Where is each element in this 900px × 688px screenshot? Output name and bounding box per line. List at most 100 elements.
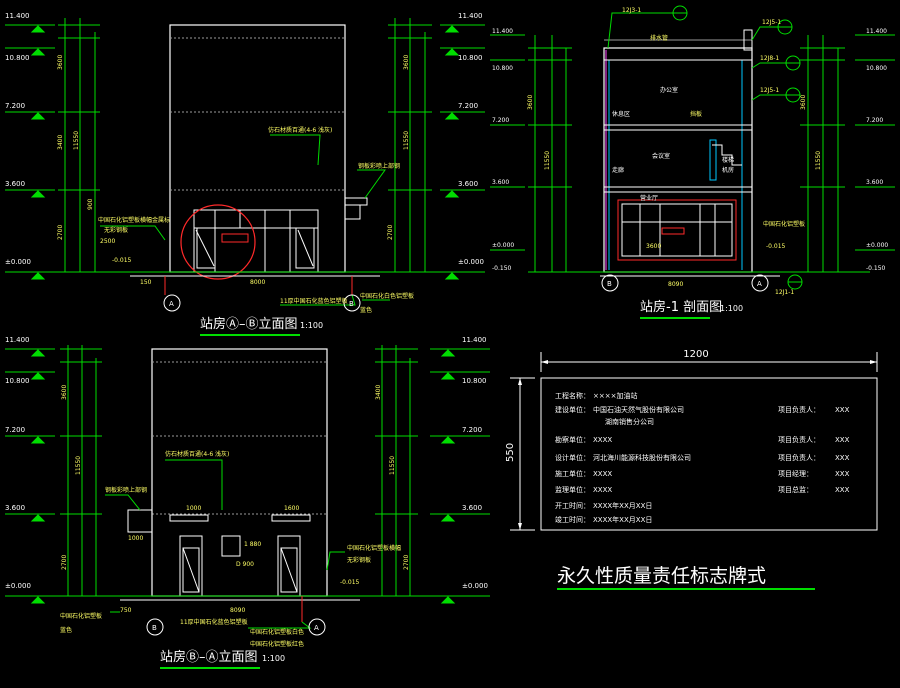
- dim-label: 3600: [403, 55, 410, 70]
- sign-row-value: XXXX年XX月XX日: [593, 515, 652, 524]
- level-label: -0.015: [112, 257, 132, 264]
- sign-row-name: XXX: [835, 454, 850, 462]
- axis-bubble-label: A: [314, 624, 319, 632]
- sign-row-value: XXXX: [593, 486, 612, 494]
- level-label: 3.600: [5, 504, 25, 512]
- sign-row-value: 湖南销售分公司: [605, 417, 654, 426]
- dim-label: 1000: [186, 505, 201, 512]
- sign-row-label: 开工时间：: [555, 501, 590, 510]
- dim-label: 3600: [646, 243, 661, 250]
- room-label: 营业厅: [640, 194, 658, 202]
- annotation: 中国石化铝塑板横幅: [347, 544, 401, 552]
- annotation: 11厚中国石化蓝色铝塑板: [180, 618, 248, 626]
- level-label: 3.600: [5, 180, 25, 188]
- annotation: 中国石化白色铝塑板: [360, 292, 414, 300]
- sign-row-role: 项目经理：: [778, 469, 813, 478]
- dim-label: 3400: [375, 385, 382, 400]
- dim-label: 150: [140, 279, 152, 286]
- annotation: 仿石材质百通(4-6 浅灰): [165, 450, 229, 458]
- level-label: ±0.000: [458, 258, 484, 266]
- level-label: 7.200: [5, 102, 25, 110]
- sign-row-label: 监理单位：: [555, 485, 590, 494]
- level-label: 11.400: [866, 28, 887, 35]
- sign-height-dim: 550: [505, 443, 516, 462]
- annotation: 中国石化铝塑板白色: [250, 628, 304, 636]
- sign-row-value: XXXX: [593, 470, 612, 478]
- dim-label: 8000: [250, 279, 265, 286]
- level-label: 11.400: [5, 336, 30, 344]
- dim-label: 3600: [57, 55, 64, 70]
- dim-label: 3600: [61, 385, 68, 400]
- annotation: 11厚中国石化蓝色铝塑板: [280, 297, 348, 305]
- dim-label: 11550: [815, 151, 822, 170]
- sign-row-value: 中国石油天然气股份有限公司: [593, 405, 684, 414]
- sign-row-role: 项目负责人：: [778, 453, 820, 462]
- level-label: 3.600: [866, 179, 883, 186]
- dim-label: 900: [87, 198, 94, 210]
- level-label: 7.200: [492, 117, 509, 124]
- level-label: 7.200: [458, 102, 478, 110]
- level-label: 7.200: [462, 426, 482, 434]
- level-label: ±0.000: [492, 242, 514, 249]
- sign-row-value: XXXX: [593, 436, 612, 444]
- axis-bubble-label: B: [152, 624, 157, 632]
- level-label: 7.200: [866, 117, 883, 124]
- annotation: 仿石材质百通(4-6 浅灰): [268, 126, 332, 134]
- axis-bubble-label: A: [757, 280, 762, 288]
- room-label: 会议室: [652, 152, 670, 160]
- dim-label: 8090: [668, 281, 683, 288]
- annotation: 中国石化铝塑板: [763, 220, 805, 228]
- level-label: 7.200: [5, 426, 25, 434]
- annotation: 钢板彩喷上部钢: [105, 486, 147, 494]
- room-label: 机房: [722, 166, 734, 174]
- view2-section: [490, 5, 895, 319]
- dim-label: 11550: [544, 151, 551, 170]
- view2-labels: 11.400 10.800 7.200 3.600 ±0.000 -0.150 …: [492, 7, 888, 315]
- annotation: 无彩钢板: [104, 226, 128, 234]
- level-label: 10.800: [5, 377, 30, 385]
- sign-row-role: 项目总监：: [778, 485, 813, 494]
- view1-elevation: [5, 18, 485, 336]
- dim-label: 750: [120, 607, 132, 614]
- dim-label: 2700: [387, 225, 394, 240]
- dim-label: 3600: [800, 95, 807, 110]
- detail-ref: 12J5-1: [762, 19, 781, 26]
- sign-row-role: 项目负责人：: [778, 405, 820, 414]
- sign-row-name: XXX: [835, 436, 850, 444]
- level-label: ±0.000: [5, 258, 31, 266]
- room-label: 休息区: [612, 110, 630, 118]
- axis-bubble-label: B: [607, 280, 612, 288]
- room-label: 楼梯: [722, 156, 734, 164]
- detail-ref: 12J3-1: [622, 7, 641, 14]
- annotation: 排水管: [650, 34, 668, 42]
- level-label: -0.150: [866, 265, 886, 272]
- sign-row-label: 设计单位：: [555, 453, 590, 462]
- level-label: 10.800: [5, 54, 30, 62]
- level-label: ±0.000: [5, 582, 31, 590]
- level-label: 3.600: [458, 180, 478, 188]
- view-title: 站房Ⓑ–Ⓐ立面图: [160, 649, 258, 665]
- dim-label: 11550: [403, 131, 410, 150]
- sign-labels: 1200 550 永久性质量责任标志牌式: [505, 349, 766, 587]
- level-label: 10.800: [458, 54, 483, 62]
- level-label: 3.600: [492, 179, 509, 186]
- level-label: 11.400: [492, 28, 513, 35]
- dim-label: 3400: [57, 135, 64, 150]
- axis-bubble-label: A: [169, 300, 174, 308]
- view-scale: 1:100: [262, 654, 285, 663]
- annotation: 挡板: [690, 110, 702, 118]
- sign-row-name: XXX: [835, 486, 850, 494]
- view-scale: 1:100: [300, 321, 323, 330]
- sign-caption: 永久性质量责任标志牌式: [557, 565, 766, 587]
- dim-label: D 900: [236, 561, 254, 568]
- view3-labels: 11.400 10.800 7.200 3.600 ±0.000 11.400 …: [5, 336, 488, 665]
- sign-width-dim: 1200: [683, 349, 708, 360]
- sign-board: [510, 352, 878, 590]
- sign-row-name: XXX: [835, 406, 850, 414]
- dim-label: 2500: [100, 238, 115, 245]
- level-label: 11.400: [458, 12, 483, 20]
- sign-row-value: ××××加油站: [593, 391, 637, 400]
- view-scale: 1:100: [720, 304, 743, 313]
- sign-row-role: 项目负责人：: [778, 435, 820, 444]
